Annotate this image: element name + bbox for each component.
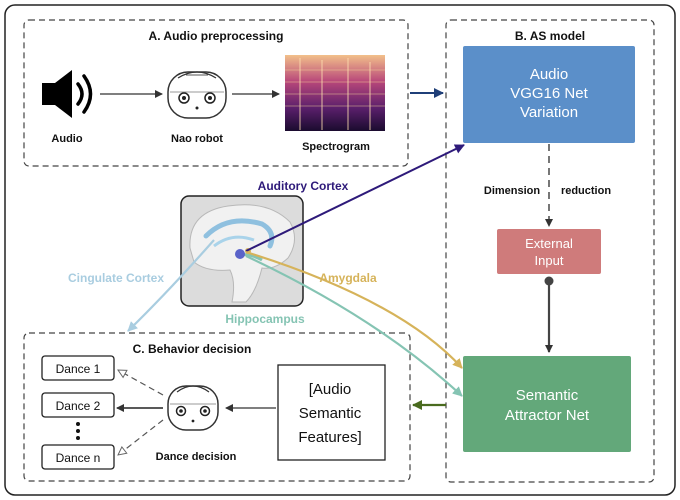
hippocampus-arrow	[245, 255, 463, 397]
external-input-box	[497, 229, 601, 274]
section-c-title: C. Behavior decision	[133, 342, 252, 356]
features-line-3: Features]	[298, 429, 361, 446]
dance-1-box	[41, 355, 115, 381]
semantic-line-2: Attractor Net	[505, 407, 590, 424]
semantic-features-box	[277, 364, 386, 461]
decision-robot-icon	[167, 385, 219, 431]
audio-label: Audio	[51, 133, 82, 145]
reduction-label: reduction	[561, 185, 611, 197]
external-line-1: External	[525, 236, 573, 251]
section-b-box	[445, 19, 655, 483]
dance-1-label: Dance 1	[56, 362, 101, 376]
semantic-line-1: Semantic	[516, 387, 579, 404]
cingulate-cortex-arrow	[127, 239, 215, 332]
section-a-box	[23, 19, 409, 167]
to-dance-1-arrow	[118, 370, 164, 396]
vgg-line-3: Variation	[520, 104, 578, 121]
dance-2-box	[41, 392, 115, 418]
external-line-2: Input	[535, 253, 564, 268]
nao-robot-icon	[167, 71, 227, 119]
dance-2-label: Dance 2	[56, 399, 101, 413]
vgg-line-1: Audio	[530, 66, 568, 83]
vgg-box	[463, 46, 635, 143]
features-line-2: Semantic	[299, 405, 362, 422]
nao-robot-label: Nao robot	[171, 133, 223, 145]
amygdala-label: Amygdala	[319, 271, 377, 285]
hippocampus-label: Hippocampus	[225, 312, 305, 326]
semantic-attractor-box	[463, 356, 631, 452]
features-line-1: [Audio	[309, 381, 352, 398]
vgg-line-2: VGG16 Net	[510, 85, 588, 102]
dance-decision-label: Dance decision	[156, 451, 237, 463]
dance-n-label: Dance n	[56, 451, 101, 465]
dance-ellipsis	[76, 422, 80, 440]
dance-n-box	[41, 444, 115, 470]
dimension-label: Dimension	[484, 185, 541, 197]
auditory-cortex-label: Auditory Cortex	[258, 179, 349, 193]
spectrogram-label: Spectrogram	[302, 141, 370, 153]
section-c-box	[23, 332, 411, 482]
amygdala-arrow	[245, 250, 463, 369]
cingulate-cortex-label: Cingulate Cortex	[68, 271, 164, 285]
speaker-icon	[42, 70, 93, 118]
section-a-title: A. Audio preprocessing	[149, 29, 284, 43]
auditory-cortex-arrow	[245, 144, 465, 252]
spectrogram-image	[285, 55, 385, 131]
section-b-title: B. AS model	[515, 29, 585, 43]
